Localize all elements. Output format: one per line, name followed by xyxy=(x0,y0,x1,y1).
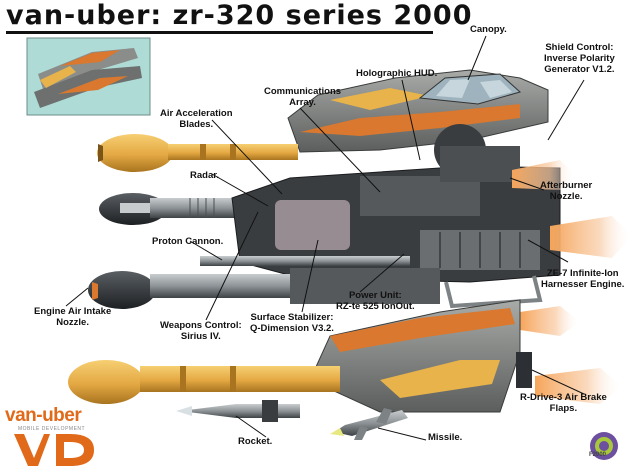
label-missile: Missile. xyxy=(428,432,463,443)
label-air-blades-line1: Air Acceleration xyxy=(160,108,233,119)
label-air-blades-line2: Blades. xyxy=(179,119,214,130)
label-comms-line1: Communications xyxy=(264,86,342,97)
label-power-line2: RZ-te 525 IonOut. xyxy=(336,301,415,312)
label-stabilizer-line2: Q-Dimension V3.2. xyxy=(250,323,334,334)
brand-name: van-uber xyxy=(5,405,82,426)
label-airbrake-line1: R-Drive-3 Air Brake xyxy=(520,392,607,403)
label-afterburner: Afterburner Nozzle. xyxy=(540,180,592,202)
label-power-line1: Power Unit: xyxy=(348,290,402,301)
label-rocket: Rocket. xyxy=(238,436,273,447)
engine-core xyxy=(231,124,561,283)
label-comms: Communications Array. xyxy=(264,86,341,108)
label-ze7: ZE-7 Infinite-Ion Harnesser Engine. xyxy=(541,268,624,290)
label-shield-line1: Shield Control: xyxy=(545,42,614,53)
lower-intake xyxy=(88,268,440,309)
inset-thumbnail xyxy=(26,37,151,116)
vd-logo xyxy=(14,434,94,466)
label-proton: Proton Cannon. xyxy=(152,236,224,247)
brand-subtitle: MOBILE DEVELOPMENT xyxy=(18,426,86,432)
label-afterburner-line2: Nozzle. xyxy=(549,191,583,202)
label-afterburner-line1: Afterburner xyxy=(540,180,593,191)
page-title: van-uber: zr-320 series 2000 xyxy=(6,0,473,31)
label-weapons-line1: Weapons Control: xyxy=(160,320,242,331)
label-power: Power Unit: RZ-te 525 IonOut. xyxy=(336,290,415,312)
label-comms-line2: Array. xyxy=(289,97,316,108)
label-air-blades: Air Acceleration Blades. xyxy=(160,108,233,130)
exhaust-flames xyxy=(512,160,632,404)
label-intake-line2: Nozzle. xyxy=(56,317,89,328)
label-weapons-line2: Sirius IV. xyxy=(180,331,221,342)
label-shield-line2: Inverse Polarity xyxy=(544,53,615,64)
title-underline xyxy=(6,31,433,34)
label-shield: Shield Control: Inverse Polarity Generat… xyxy=(544,42,615,75)
label-intake: Engine Air Intake Nozzle. xyxy=(34,306,111,328)
label-stabilizer-line1: Surface Stabilizer: xyxy=(250,312,334,323)
label-airbrake: R-Drive-3 Air Brake Flaps. xyxy=(520,392,607,414)
lower-hull xyxy=(309,299,532,413)
canopy-hull xyxy=(287,69,549,153)
mount-bracket xyxy=(444,275,543,309)
f2000-mark-text: F2000 xyxy=(589,452,607,458)
leader-lines xyxy=(65,35,585,441)
top-intake xyxy=(97,134,298,172)
label-airbrake-line2: Flaps. xyxy=(549,403,578,414)
rocket xyxy=(176,400,300,422)
bottom-intake xyxy=(68,360,340,404)
label-hud: Holographic HUD. xyxy=(356,68,438,79)
f2000-logo xyxy=(590,432,618,460)
proton-cannon xyxy=(200,256,410,266)
missile xyxy=(330,408,408,440)
label-intake-line1: Engine Air Intake xyxy=(34,306,112,317)
label-weapons: Weapons Control: Sirius IV. xyxy=(160,320,242,342)
label-ze7-line2: Harnesser Engine. xyxy=(541,279,625,290)
label-shield-line3: Generator V1.2. xyxy=(544,64,615,75)
label-radar: Radar. xyxy=(190,170,220,181)
label-stabilizer: Surface Stabilizer: Q-Dimension V3.2. xyxy=(250,312,334,334)
label-canopy: Canopy. xyxy=(470,24,507,35)
label-ze7-line1: ZE-7 Infinite-Ion xyxy=(546,268,619,279)
